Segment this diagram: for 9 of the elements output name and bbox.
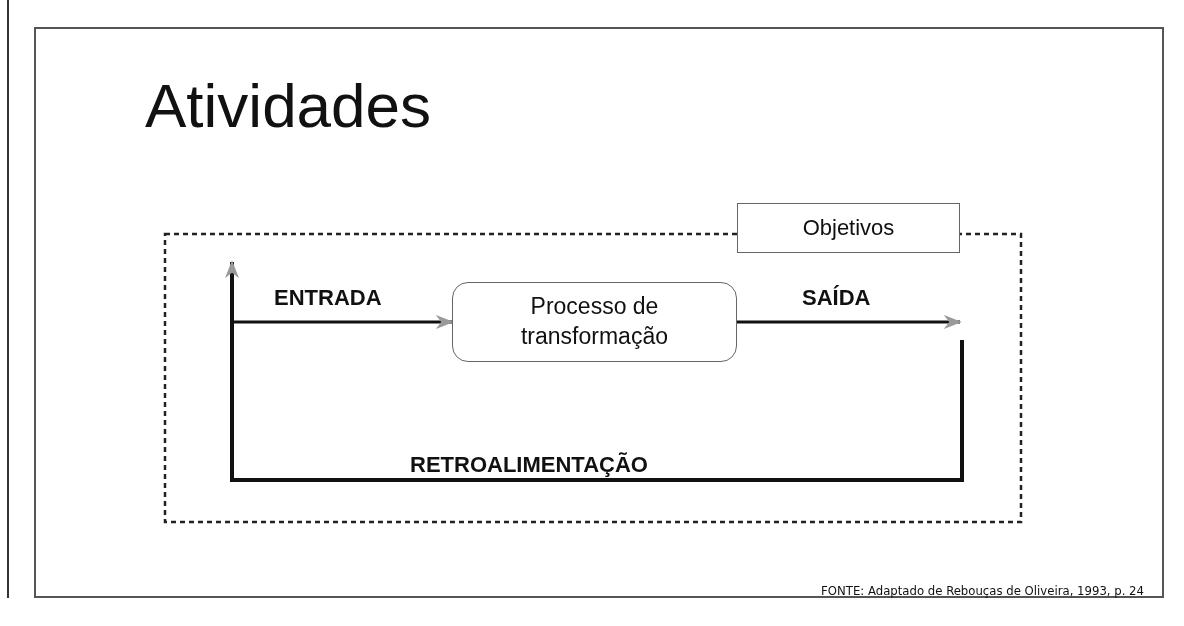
- loop-label: RETROALIMENTAÇÃO: [410, 452, 648, 478]
- edge-label: SAÍDA: [802, 285, 871, 311]
- process-box: Processo de transformação: [452, 282, 737, 362]
- slide-title: Atividades: [145, 70, 432, 141]
- goal-box: Objetivos: [737, 203, 960, 253]
- arrow: [737, 315, 962, 329]
- source-note: FONTE: Adaptado de Rebouças de Oliveira, 1993, p. 24: [821, 583, 1144, 598]
- arrow: [232, 315, 454, 329]
- edge-label: ENTRADA: [274, 285, 382, 311]
